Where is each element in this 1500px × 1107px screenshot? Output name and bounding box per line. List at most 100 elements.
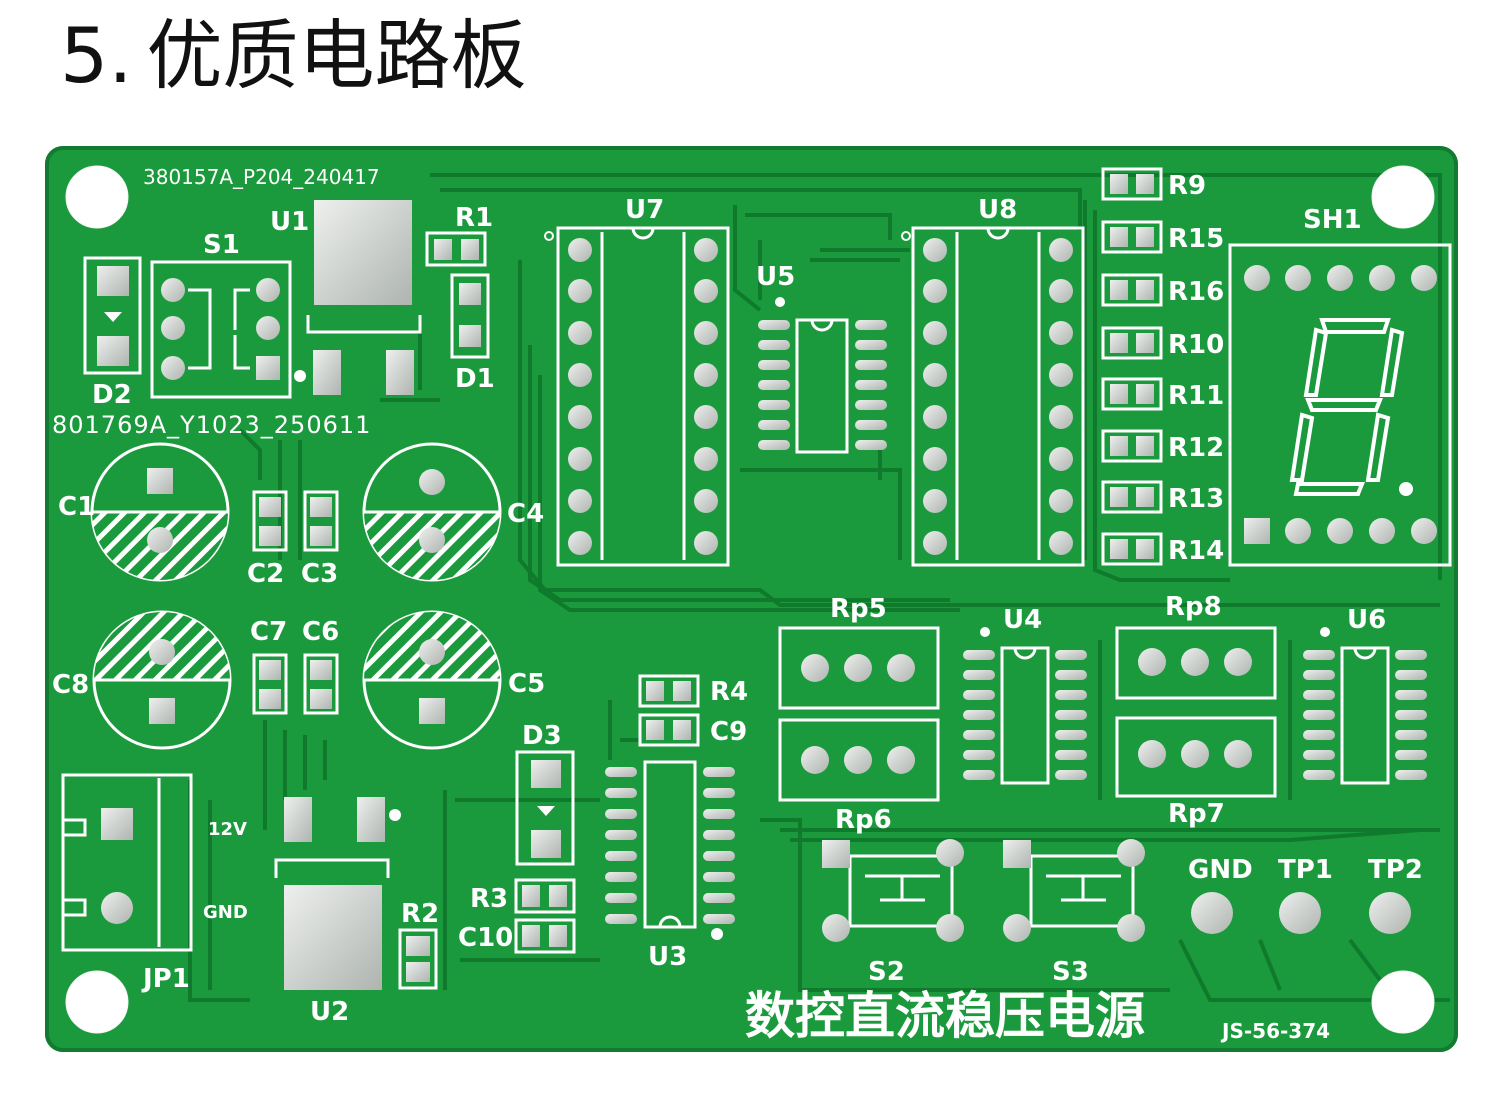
label-gnd-jp1: GND xyxy=(203,902,248,923)
ic-u3: U3 xyxy=(605,760,735,972)
button-s2: S2 xyxy=(822,839,964,987)
label-d1: D1 xyxy=(455,364,495,394)
label-c1: C1 xyxy=(58,492,95,522)
label-r12: R12 xyxy=(1168,433,1224,463)
pcb-edge xyxy=(45,146,1458,1052)
regulator-u1: U1 xyxy=(270,200,422,395)
heading-title: 优质电路板 xyxy=(146,11,527,100)
label-u6: U6 xyxy=(1347,605,1386,635)
label-sh1: SH1 xyxy=(1303,205,1362,235)
ic-u6: U6 xyxy=(1303,605,1427,785)
heading-number: 5. xyxy=(60,11,133,100)
mounting-hole xyxy=(65,970,129,1034)
label-r11: R11 xyxy=(1168,381,1224,411)
label-u4: U4 xyxy=(1003,605,1042,635)
label-12v: 12V xyxy=(208,819,247,840)
resistor-r3: R3 xyxy=(470,878,576,914)
button-s3: S3 xyxy=(1003,839,1145,987)
label-r1: R1 xyxy=(455,203,493,233)
resistor-r4: R4 xyxy=(638,674,748,708)
label-c8: C8 xyxy=(52,670,89,700)
label-r13: R13 xyxy=(1168,484,1224,514)
label-rp7: Rp7 xyxy=(1168,799,1225,829)
mounting-hole xyxy=(65,165,129,229)
mounting-hole xyxy=(1371,165,1435,229)
label-jp1: JP1 xyxy=(141,964,190,994)
resistor-r15: R15 xyxy=(1101,220,1224,254)
label-u2: U2 xyxy=(310,997,349,1027)
board-code-top: 380157A_P204_240417 xyxy=(143,165,380,189)
label-r9: R9 xyxy=(1168,171,1206,201)
resistor-r1: R1 xyxy=(425,203,493,267)
potentiometer-rp7: Rp7 xyxy=(1115,716,1277,829)
capacitor-c3: C3 xyxy=(301,490,339,589)
label-r10: R10 xyxy=(1168,330,1224,360)
label-r3: R3 xyxy=(470,884,508,914)
capacitor-c7: C7 xyxy=(250,617,288,715)
resistor-r2: R2 xyxy=(398,899,439,990)
ic-u5: U5 xyxy=(756,262,887,454)
regulator-u2: U2 xyxy=(274,797,401,1027)
diode-d3: D3 xyxy=(515,721,575,866)
label-tp2: TP2 xyxy=(1368,855,1423,885)
diode-d1: D1 xyxy=(450,273,495,394)
label-c4: C4 xyxy=(507,499,544,529)
label-u3: U3 xyxy=(648,942,687,972)
resistor-r9: R9 xyxy=(1101,167,1206,201)
resistor-r12: R12 xyxy=(1101,429,1224,463)
seven-segment-sh1: SH1 xyxy=(1228,205,1452,567)
capacitor-c2: C2 xyxy=(247,490,288,589)
label-rp6: Rp6 xyxy=(835,805,892,835)
label-c7: C7 xyxy=(250,617,287,647)
smd-caps: C2 C3 C7 C6 xyxy=(247,490,339,715)
resistor-r14: R14 xyxy=(1101,532,1224,566)
resistor-r11: R11 xyxy=(1101,377,1224,411)
label-c2: C2 xyxy=(247,559,284,589)
label-c9: C9 xyxy=(710,717,747,747)
ic-socket-u7: U7 xyxy=(544,195,730,567)
page-heading: 5.优质电路板 xyxy=(60,18,527,94)
label-r4: R4 xyxy=(710,677,748,707)
label-u8: U8 xyxy=(978,195,1017,225)
label-s1: S1 xyxy=(203,230,240,260)
label-u1: U1 xyxy=(270,207,309,237)
capacitor-c8: C8 xyxy=(52,610,232,750)
copper-traces xyxy=(188,173,1450,1002)
label-r15: R15 xyxy=(1168,224,1224,254)
label-c3: C3 xyxy=(301,559,338,589)
label-r2: R2 xyxy=(401,899,439,929)
label-tp1: TP1 xyxy=(1278,855,1333,885)
ic-socket-u8: U8 xyxy=(901,195,1085,567)
board-code-bottom: JS-56-374 xyxy=(1220,1019,1330,1043)
label-u7: U7 xyxy=(625,195,664,225)
ic-u4: U4 xyxy=(963,605,1087,785)
board-code-mid: 801769A_Y1023_250611 xyxy=(52,411,371,439)
resistor-r10: R10 xyxy=(1101,326,1224,360)
potentiometer-rp6: Rp6 xyxy=(778,718,940,835)
label-r14: R14 xyxy=(1168,536,1224,566)
capacitor-c4: C4 xyxy=(362,442,544,582)
label-d2: D2 xyxy=(92,380,132,410)
switch-s1: S1 xyxy=(150,230,306,399)
resistor-column: R9 R15 R16 R10 R11 R12 R13 R14 xyxy=(1101,167,1224,566)
potentiometer-rp8: Rp8 xyxy=(1115,592,1277,700)
product-name: 数控直流稳压电源 xyxy=(745,987,1145,1045)
label-d3: D3 xyxy=(522,721,562,751)
label-c6: C6 xyxy=(302,617,339,647)
potentiometer-rp5: Rp5 xyxy=(778,594,940,710)
label-r16: R16 xyxy=(1168,277,1224,307)
resistor-r13: R13 xyxy=(1101,480,1224,514)
diode-d2: D2 xyxy=(83,256,142,410)
mounting-holes xyxy=(65,165,1435,1034)
test-points: GND TP1 TP2 xyxy=(1188,855,1423,934)
label-u5: U5 xyxy=(756,262,795,292)
capacitor-c10: C10 xyxy=(458,918,576,954)
connector-jp1: 12V GND JP1 xyxy=(61,773,248,994)
label-c10: C10 xyxy=(458,923,513,953)
resistor-r16: R16 xyxy=(1101,273,1224,307)
label-s2: S2 xyxy=(868,957,905,987)
capacitor-c6: C6 xyxy=(302,617,339,715)
label-c5: C5 xyxy=(508,669,545,699)
label-gnd: GND xyxy=(1188,855,1253,885)
